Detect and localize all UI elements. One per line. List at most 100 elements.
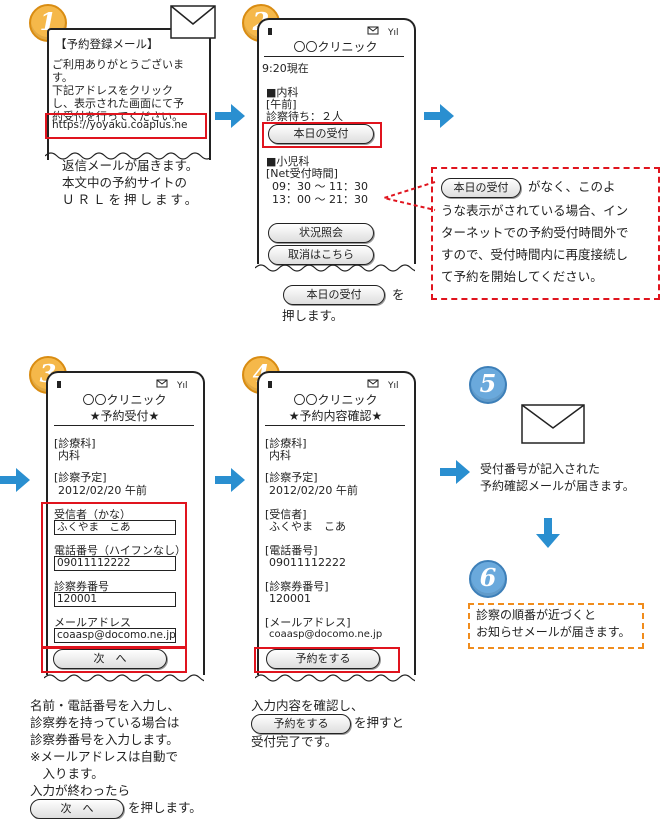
- today-button-highlight: [262, 122, 382, 148]
- arrow-right-icon: [0, 468, 30, 496]
- caption-line: 診察券番号を入力します。: [30, 732, 179, 747]
- date-value: 2012/02/20 午前: [269, 484, 358, 497]
- internal-waiting: 診察待ち：２人: [266, 110, 343, 123]
- email-wave-edge: [45, 150, 211, 162]
- pediatrics-title: ■小児科: [266, 155, 310, 168]
- date-label: [診察予定]: [265, 471, 318, 484]
- dept-value: 内科: [269, 449, 291, 462]
- caption-text: 受付完了です。: [251, 734, 338, 749]
- caption-line: 診察券を持っている場合は: [30, 715, 180, 730]
- email-body-line: 下記アドレスをクリック: [52, 84, 173, 97]
- ticket-value: 120001: [269, 592, 311, 605]
- step-5-badge: 5: [469, 366, 507, 404]
- time-now: 9:20現在: [262, 62, 309, 75]
- caption-reserve-button: 予約をする: [251, 714, 351, 734]
- clinic-name: 〇〇クリニック: [293, 40, 378, 54]
- caption-line: ※メールアドレスは自動で: [30, 749, 178, 764]
- name-label: 受信者（かな）: [54, 508, 131, 521]
- name-value: ふくやま こあ: [269, 520, 346, 533]
- mail-label: メールアドレス: [54, 616, 131, 629]
- phone-wave-edge: [44, 672, 204, 684]
- clinic-name: 〇〇クリニック: [293, 393, 378, 407]
- caption-text: 診察の順番が近づくと: [476, 608, 597, 622]
- pediatrics-hours-pm: 13：00 ～ 21：30: [272, 193, 368, 206]
- date-value: 2012/02/20 午前: [58, 484, 147, 497]
- ticket-input[interactable]: 120001: [54, 592, 176, 607]
- arrow-right-icon: [440, 460, 470, 488]
- name-input[interactable]: ふくやま こあ: [54, 520, 176, 535]
- phone-label: [電話番号]: [265, 544, 318, 557]
- email-body-line: し、表示された画面にて予: [52, 97, 184, 110]
- caption-text: を押します。: [128, 800, 202, 815]
- caption-text: 押します。: [282, 308, 344, 323]
- next-button[interactable]: 次 へ: [53, 649, 167, 669]
- mail-input[interactable]: coaasp@docomo.ne.jp: [54, 628, 176, 643]
- status-inquiry-button[interactable]: 状況照会: [268, 223, 374, 243]
- next-button-highlight: [41, 647, 187, 673]
- clinic-name: 〇〇クリニック: [82, 393, 167, 407]
- svg-text:Yıl: Yıl: [387, 28, 399, 37]
- link-highlight: [45, 113, 207, 139]
- signal-status-bar: Yıl: [57, 375, 195, 391]
- date-label: [診察予定]: [54, 471, 107, 484]
- ticket-label: [診察券番号]: [265, 580, 329, 593]
- ticket-label: 診察券番号: [54, 580, 109, 593]
- note-text: すので、受付時間内に再度接続し: [441, 247, 629, 262]
- caption-text: を押すと: [354, 715, 405, 730]
- reservation-link[interactable]: https://yoyaku.coaplus.ne: [52, 119, 188, 131]
- caption-next-button: 次 へ: [30, 799, 124, 819]
- step-6-badge: 6: [469, 560, 507, 598]
- phone-input[interactable]: 09011112222: [54, 556, 176, 571]
- caption-today-button: 本日の受付: [283, 285, 385, 305]
- envelope-icon: [170, 5, 216, 43]
- svg-text:Yıl: Yıl: [387, 381, 399, 390]
- title-divider: [264, 56, 404, 57]
- caption-text: お知らせメールが届きます。: [476, 625, 631, 639]
- svg-text:Yıl: Yıl: [176, 381, 188, 390]
- form-subtitle: ★予約受付★: [89, 409, 160, 423]
- caption-line: 名前・電話番号を入力し、: [30, 698, 181, 713]
- caption-line: 返信メールが届きます。: [62, 158, 199, 173]
- email-title: 【予約登録メール】: [55, 37, 159, 51]
- callout-pointer: [380, 180, 436, 218]
- caption-line: ＵＲＬを押します。: [62, 192, 201, 207]
- pediatrics-hours-am: 09：30 ～ 11：30: [272, 180, 368, 193]
- confirm-subtitle: ★予約内容確認★: [288, 409, 383, 423]
- notification-note: [468, 603, 644, 649]
- mail-label: [メールアドレス]: [265, 616, 351, 629]
- signal-status-bar: Yıl: [268, 22, 406, 38]
- internal-session: [午前]: [266, 98, 297, 111]
- caption-text: 予約確認メールが届きます。: [480, 479, 635, 493]
- reserve-button[interactable]: 予約をする: [266, 649, 380, 669]
- caption-line: 入力が終わったら: [30, 783, 131, 798]
- reserve-button-highlight: [254, 647, 400, 673]
- pediatrics-hours-label: [Net受付時間]: [266, 167, 338, 180]
- envelope-icon: [521, 404, 585, 448]
- caption-text: 受付番号が記入された: [480, 462, 601, 476]
- phone-screen-confirmation: [257, 371, 416, 675]
- dept-label: [診療科]: [265, 437, 307, 450]
- signal-status-bar: Yıl: [268, 375, 406, 391]
- arrow-right-icon: [215, 104, 245, 132]
- caption-text: 入力内容を確認し、: [251, 698, 364, 713]
- phone-wave-edge: [255, 262, 415, 274]
- caption-text: を: [392, 287, 405, 302]
- note-today-button: 本日の受付: [441, 178, 521, 198]
- phone-value: 09011112222: [269, 556, 346, 569]
- email-body-line: ご利用ありがとうございま: [52, 58, 184, 71]
- note-text: て予約を開始してください。: [441, 269, 603, 284]
- caption-line: 入ります。: [30, 766, 104, 781]
- phone-label: 電話番号（ハイフンなし）: [54, 544, 186, 557]
- arrow-right-icon: [424, 104, 454, 132]
- today-reception-button[interactable]: 本日の受付: [268, 124, 374, 144]
- arrow-right-icon: [215, 468, 245, 496]
- note-text: うな表示がされている場合、イン: [441, 203, 629, 218]
- title-divider: [265, 425, 405, 426]
- cancel-link-button[interactable]: 取消はこちら: [268, 245, 374, 265]
- internal-title: ■内科: [266, 86, 299, 99]
- note-text: がなく、このよ: [528, 179, 616, 194]
- caption-line: 本文中の予約サイトの: [62, 175, 188, 190]
- email-body-line: す。: [52, 71, 73, 84]
- phone-wave-edge: [255, 672, 415, 684]
- dept-label: [診療科]: [54, 437, 96, 450]
